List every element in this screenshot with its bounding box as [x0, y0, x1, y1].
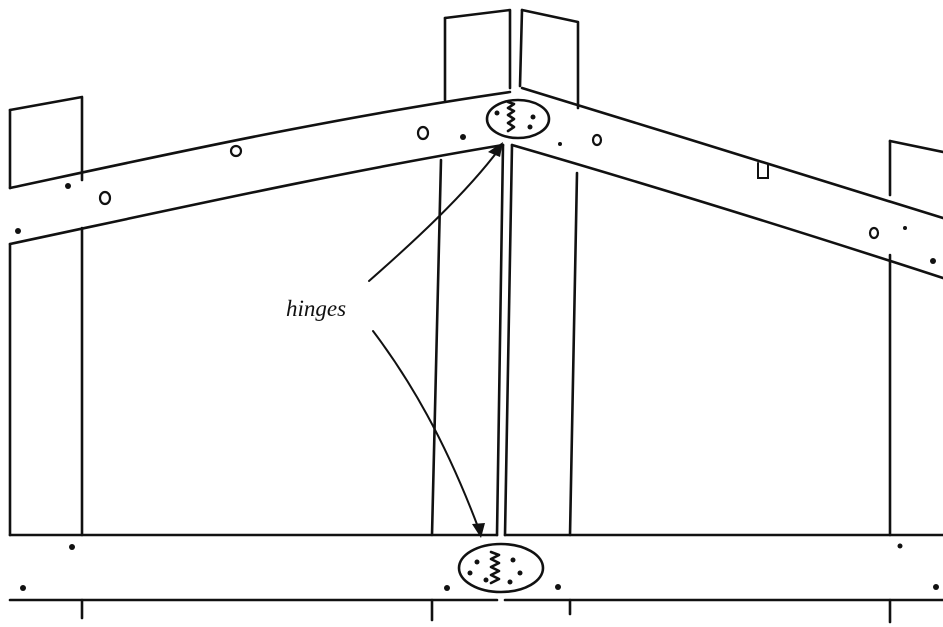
upper-hinge: [485, 98, 551, 140]
arrow-to-lower-hinge: [372, 330, 485, 538]
left-post: [8, 95, 84, 537]
arrow-to-upper-hinge: [368, 142, 503, 282]
bottom-beam: [8, 533, 943, 624]
left-rafter: [8, 90, 512, 246]
hinges-label: hinges: [286, 296, 346, 321]
right-rafter: [510, 86, 943, 280]
right-post: [888, 139, 943, 537]
center-left-post: [430, 8, 512, 537]
center-right-post: [503, 8, 580, 537]
lower-hinge: [457, 542, 545, 594]
